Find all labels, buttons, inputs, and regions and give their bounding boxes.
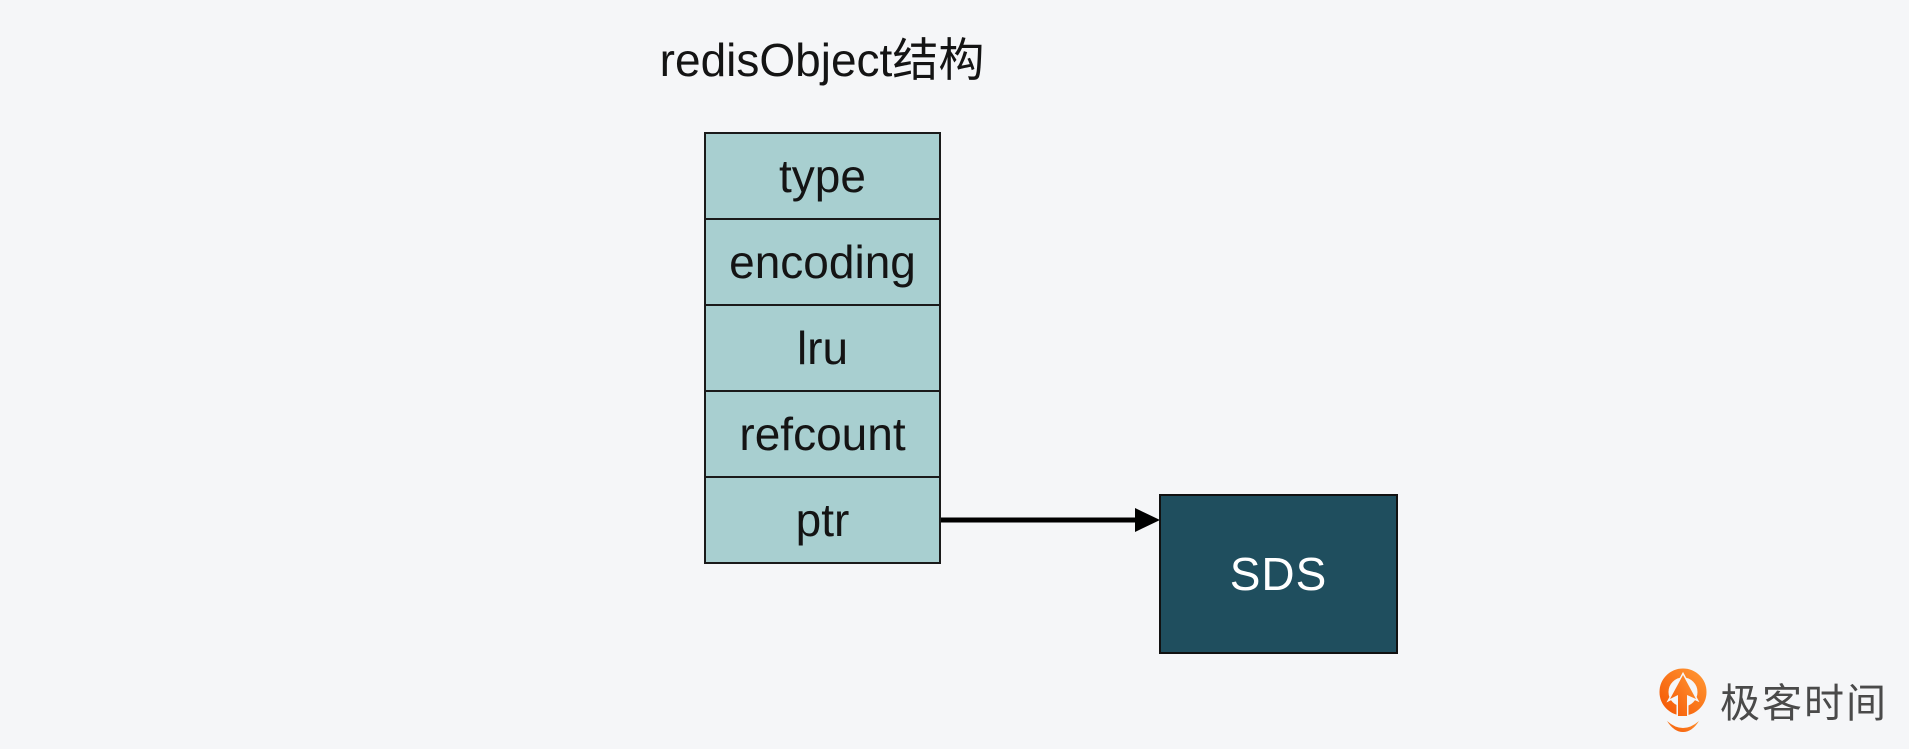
struct-field-label: refcount [739, 408, 906, 460]
geektime-logo-icon [1659, 668, 1707, 732]
struct-field-ptr: ptr [704, 476, 941, 564]
brand-logo: 极客时间 [1656, 666, 1888, 734]
struct-field-lru: lru [704, 304, 941, 392]
struct-field-label: lru [796, 322, 849, 374]
struct-field-type: type [704, 132, 941, 220]
struct-field-encoding: encoding [704, 218, 941, 306]
diagram-title: redisObject结构 [659, 34, 985, 86]
brand-name: 极客时间 [1720, 682, 1888, 726]
pointer-arrow [941, 508, 1160, 532]
pointer-arrowhead-icon [1135, 508, 1160, 532]
sds-block: SDS [1159, 494, 1398, 654]
redis-object-struct: type encoding lru refcount ptr [704, 132, 941, 564]
struct-field-refcount: refcount [704, 390, 941, 478]
struct-field-label: encoding [729, 236, 916, 288]
struct-field-label: ptr [795, 494, 850, 546]
struct-field-label: type [779, 150, 866, 202]
sds-block-label: SDS [1229, 548, 1328, 600]
